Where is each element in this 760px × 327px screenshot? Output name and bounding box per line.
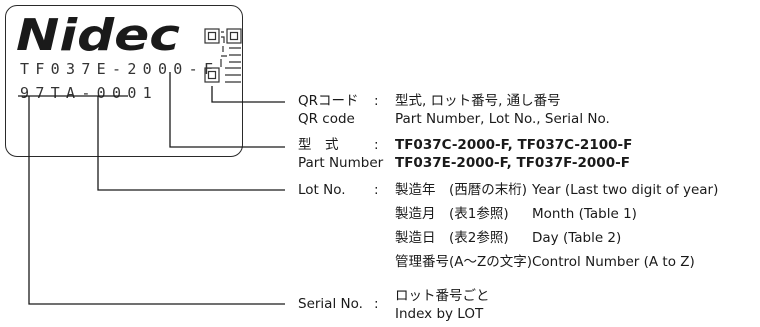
lot-row-control-paren: (A～Zの文字) <box>449 254 533 270</box>
serial-desc-en: Index by LOT <box>395 306 484 322</box>
part-numbers-line-2: TF037E-2000-F, TF037F-2000-F <box>395 155 630 171</box>
qr-desc-en: Part Number, Lot No., Serial No. <box>395 111 610 127</box>
lot-separator: : <box>374 182 379 198</box>
product-label-plate: Nidec TF037E-2000-F 97TA-0001 <box>5 5 243 157</box>
nidec-logo: Nidec <box>16 12 180 56</box>
lot-row-month-jp: 製造月 <box>395 206 436 222</box>
lot-label: Lot No. <box>298 182 346 198</box>
part-separator: : <box>374 137 379 153</box>
lot-row-year-paren: (西暦の末桁) <box>449 182 528 198</box>
serial-separator: : <box>374 296 379 312</box>
lot-row-month-en: Month (Table 1) <box>532 206 637 222</box>
part-numbers-line-1: TF037C-2000-F, TF037C-2100-F <box>395 137 633 153</box>
lot-row-month-paren: (表1参照) <box>449 206 509 222</box>
part-label-en: Part Number <box>298 155 384 171</box>
serial-desc-jp: ロット番号ごと <box>395 288 490 304</box>
qr-label-en: QR code <box>298 111 355 127</box>
qr-desc-jp: 型式, ロット番号, 通し番号 <box>395 93 561 109</box>
lot-row-day-jp: 製造日 <box>395 230 436 246</box>
qr-label-jp: QRコード <box>298 93 359 109</box>
qr-code-icon <box>204 28 242 83</box>
lot-row-control-jp: 管理番号 <box>395 254 449 270</box>
serial-label: Serial No. <box>298 296 363 312</box>
part-label-jp: 型 式 <box>298 137 339 153</box>
svg-text:Nidec: Nidec <box>16 12 180 56</box>
lot-row-day-paren: (表2参照) <box>449 230 509 246</box>
lot-row-control-en: Control Number (A to Z) <box>532 254 695 270</box>
lot-row-year-jp: 製造年 <box>395 182 436 198</box>
plate-part-code: TF037E-2000-F <box>20 60 220 78</box>
qr-separator: : <box>374 93 379 109</box>
lot-row-day-en: Day (Table 2) <box>532 230 622 246</box>
plate-lot-code: 97TA-0001 <box>20 84 158 102</box>
lot-row-year-en: Year (Last two digit of year) <box>532 182 719 198</box>
